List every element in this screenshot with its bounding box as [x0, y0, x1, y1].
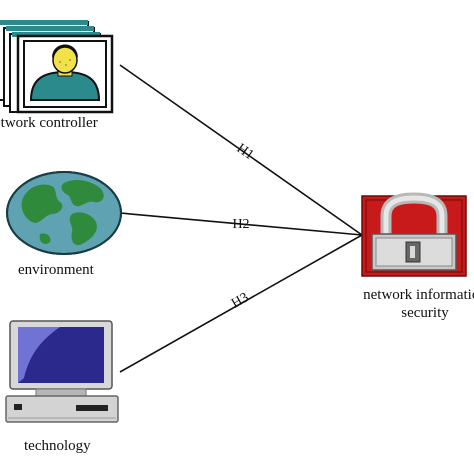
globe-icon [6, 171, 122, 255]
edge-h1-line [119, 64, 363, 236]
edge-h2-line [119, 212, 363, 236]
edge-h3-line [119, 234, 363, 373]
edge-h1-label: H1 [234, 141, 257, 163]
edge-h3-label: H3 [229, 290, 251, 312]
computer-icon [5, 320, 119, 423]
security-label: network information security [363, 287, 474, 321]
controller-label: etwork controller [0, 115, 98, 131]
edge-h2-label: H2 [232, 217, 249, 232]
connectors [119, 64, 363, 373]
technology-label: technology [24, 438, 91, 454]
padlock-icon [361, 192, 467, 277]
environment-label: environment [18, 262, 94, 278]
person-icon [0, 20, 114, 114]
